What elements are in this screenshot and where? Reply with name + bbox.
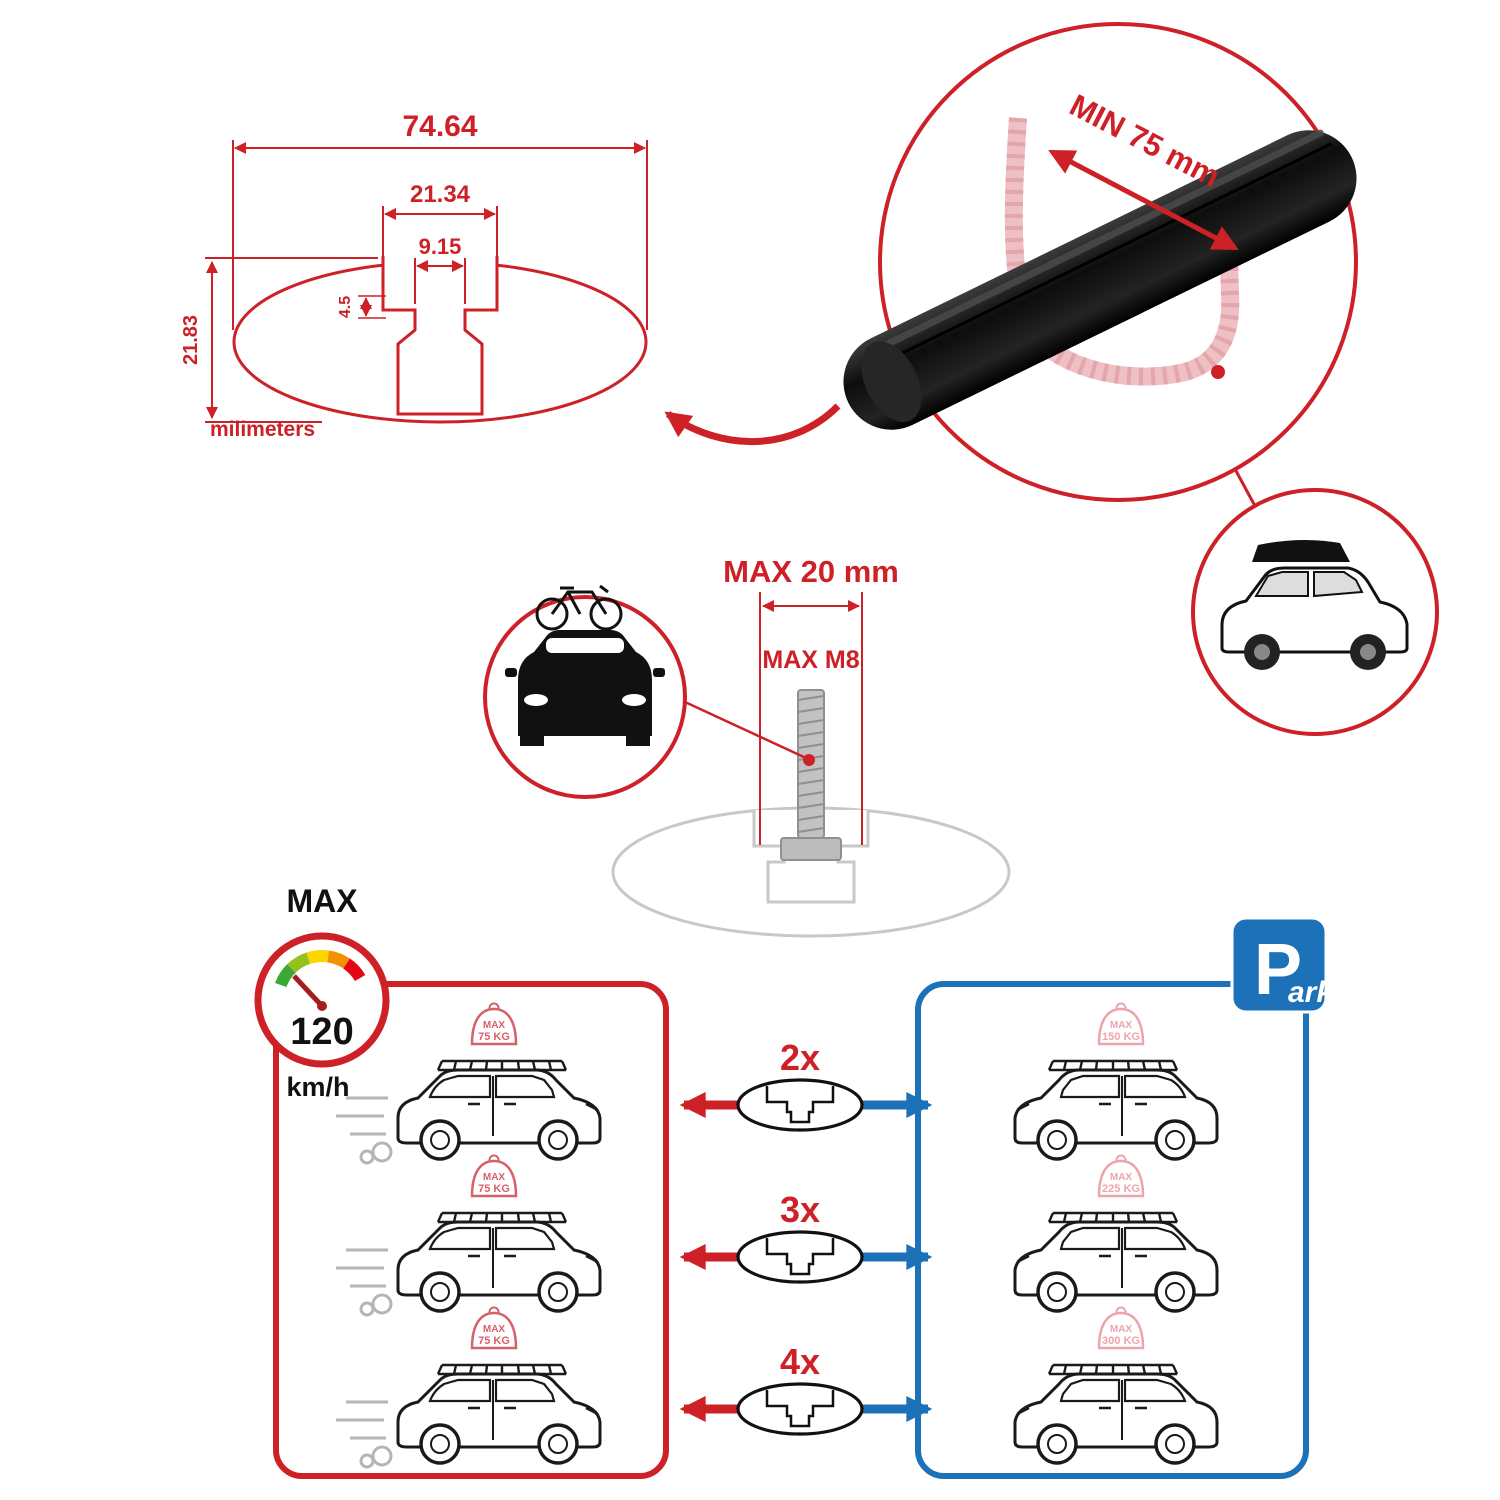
bolt-leader-line [684, 700, 807, 760]
suv-icon [396, 1211, 602, 1313]
bolt-threads [797, 695, 825, 833]
tag-max: MAX [483, 1324, 506, 1335]
multiplier-label: 4x [780, 1341, 820, 1382]
driving-panel [273, 981, 669, 1479]
multiplier-row-2: 3x [679, 1189, 933, 1284]
pointer-arrow [664, 403, 841, 446]
tag-weight: 75 KG [478, 1183, 510, 1195]
max-width-label: MAX 20 mm [723, 554, 899, 589]
park-rest: ark [1288, 976, 1334, 1009]
cross-section-drawing: 74.64 21.34 9.15 4.5 21.83 milimeters [180, 110, 648, 441]
crossbar-profile-icon [736, 1230, 864, 1284]
bolt-t-head [780, 837, 842, 861]
speed-lines [336, 1400, 393, 1469]
parked-car-row-3: MAX 300 KG [1013, 1306, 1219, 1465]
suv-icon [1013, 1059, 1219, 1161]
car-bike-detail [483, 584, 687, 799]
bolt-detail: MAX 20 mm MAX M8 [611, 554, 1011, 938]
units-label: milimeters [210, 418, 315, 441]
speed-limit-badge: MAX 120 km/h [254, 883, 390, 1102]
park-sign: P ark [1230, 916, 1334, 1014]
suv-icon [1013, 1211, 1219, 1313]
load-tag: MAX 225 KG [1097, 1154, 1145, 1198]
tag-max: MAX [483, 1172, 506, 1183]
park-letter: P [1254, 930, 1302, 1010]
circle-connector [1233, 468, 1257, 507]
driving-car-row-2: MAX 75 KG [336, 1154, 602, 1317]
driving-car-row-1: MAX 75 KG [336, 1002, 602, 1165]
parking-panel [915, 981, 1309, 1479]
dim-total-width-label: 74.64 [402, 110, 477, 143]
min-span-arrow [1048, 149, 1239, 251]
tag-weight: 75 KG [478, 1335, 510, 1347]
load-tag: MAX 150 KG [1097, 1002, 1145, 1046]
dim-channel-width-label: 21.34 [410, 181, 471, 208]
suv-roofbox-detail [1191, 488, 1439, 736]
suv-icon [396, 1059, 602, 1161]
profile-channel-outline [381, 256, 499, 416]
multiplier-row-1: 2x [679, 1037, 933, 1132]
parked-car-row-1: MAX 150 KG [1013, 1002, 1219, 1161]
profile-channel-fill [383, 256, 497, 414]
load-tag: MAX 75 KG [470, 1002, 518, 1046]
car-front-icon [505, 630, 665, 746]
dim-total-height-label: 21.83 [180, 315, 202, 365]
tag-max: MAX [1110, 1020, 1133, 1031]
tag-max: MAX [483, 1020, 506, 1031]
speed-max-label: MAX [286, 883, 358, 919]
tag-weight: 300 KG [1102, 1335, 1140, 1347]
speed-value: 120 [290, 1011, 353, 1053]
dim-lip-depth-label: 4.5 [337, 296, 354, 318]
speed-lines [336, 1096, 393, 1165]
speed-units: km/h [286, 1072, 349, 1102]
multiplier-label: 2x [780, 1037, 820, 1078]
multiplier-row-3: 4x [679, 1341, 933, 1436]
dim-slot-width-label: 9.15 [419, 234, 462, 259]
crossbar-detail: MIN 75 mm [843, 22, 1439, 736]
tag-weight: 225 KG [1102, 1183, 1140, 1195]
load-tag: MAX 75 KG [470, 1154, 518, 1198]
bolt-callout-dot [803, 754, 815, 766]
tag-weight: 150 KG [1102, 1031, 1140, 1043]
ghost-bracket-coil [1004, 117, 1240, 386]
suv-icon [1013, 1363, 1219, 1465]
speed-lines [336, 1248, 393, 1317]
bicycle-icon [535, 584, 623, 631]
multiplier-label: 3x [780, 1189, 820, 1230]
gauge-needle [292, 974, 324, 1008]
gauge-arcs [275, 950, 366, 988]
max-thread-label: MAX M8 [762, 646, 859, 674]
crossbar-profile-icon [736, 1078, 864, 1132]
tag-weight: 75 KG [478, 1031, 510, 1043]
load-tag: MAX 300 KG [1097, 1306, 1145, 1350]
callout-dot [1211, 365, 1225, 379]
crossbar-profile-icon [736, 1382, 864, 1436]
load-tag: MAX 75 KG [470, 1306, 518, 1350]
tag-max: MAX [1110, 1172, 1133, 1183]
parked-car-row-2: MAX 225 KG [1013, 1154, 1219, 1313]
driving-car-row-3: MAX 75 KG [336, 1306, 602, 1469]
suv-icon [396, 1363, 602, 1465]
roof-box-icon [1252, 539, 1350, 562]
tag-max: MAX [1110, 1324, 1133, 1335]
